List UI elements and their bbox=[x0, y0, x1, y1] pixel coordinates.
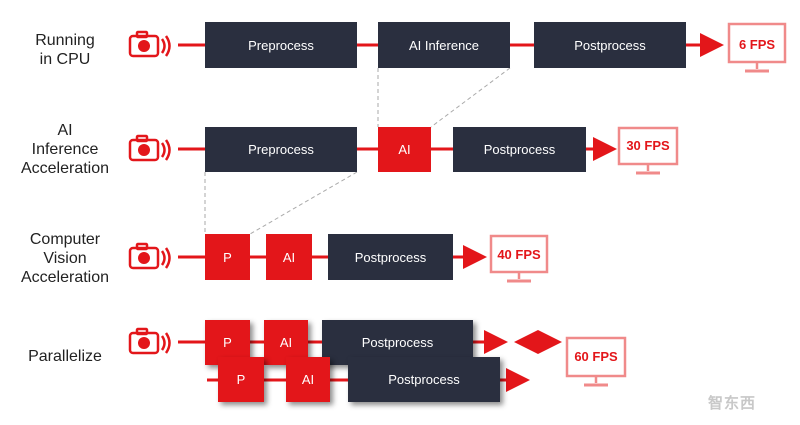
postprocess-box: Postprocess bbox=[348, 357, 500, 402]
preprocess-box: Preprocess bbox=[205, 127, 357, 172]
camera-icon bbox=[128, 242, 171, 270]
row-label-cpu: Running in CPU bbox=[35, 32, 95, 68]
dash-line bbox=[430, 67, 511, 128]
monitor-icon bbox=[489, 234, 549, 283]
row-label-ai-accel: AI Inference Acceleration bbox=[20, 122, 110, 177]
p-box: P bbox=[218, 357, 264, 402]
fps-label: 6 FPS bbox=[738, 37, 776, 52]
fps-label: 30 FPS bbox=[626, 138, 670, 153]
fps-label: 40 FPS bbox=[497, 247, 541, 262]
postprocess-box: Postprocess bbox=[534, 22, 686, 68]
p-box: P bbox=[205, 234, 250, 280]
monitor-icon bbox=[565, 336, 627, 387]
camera-icon bbox=[128, 134, 171, 162]
preprocess-box: Preprocess bbox=[205, 22, 357, 68]
row-label-parallelize: Parallelize bbox=[28, 348, 102, 365]
watermark: 智东西 bbox=[708, 395, 757, 412]
camera-icon bbox=[128, 327, 171, 355]
ai-box: AI bbox=[378, 127, 431, 172]
monitor-icon bbox=[727, 22, 787, 73]
row-label-cv-accel: Computer Vision Acceleration bbox=[20, 231, 110, 286]
postprocess-box: Postprocess bbox=[453, 127, 586, 172]
ai-inference-box: AI Inference bbox=[378, 22, 510, 68]
ai-box: AI bbox=[266, 234, 312, 280]
camera-icon bbox=[128, 30, 171, 58]
fps-label: 60 FPS bbox=[574, 349, 618, 364]
postprocess-box: Postprocess bbox=[328, 234, 453, 280]
dash-line bbox=[249, 171, 358, 235]
monitor-icon bbox=[617, 126, 679, 175]
ai-box: AI bbox=[286, 357, 330, 402]
